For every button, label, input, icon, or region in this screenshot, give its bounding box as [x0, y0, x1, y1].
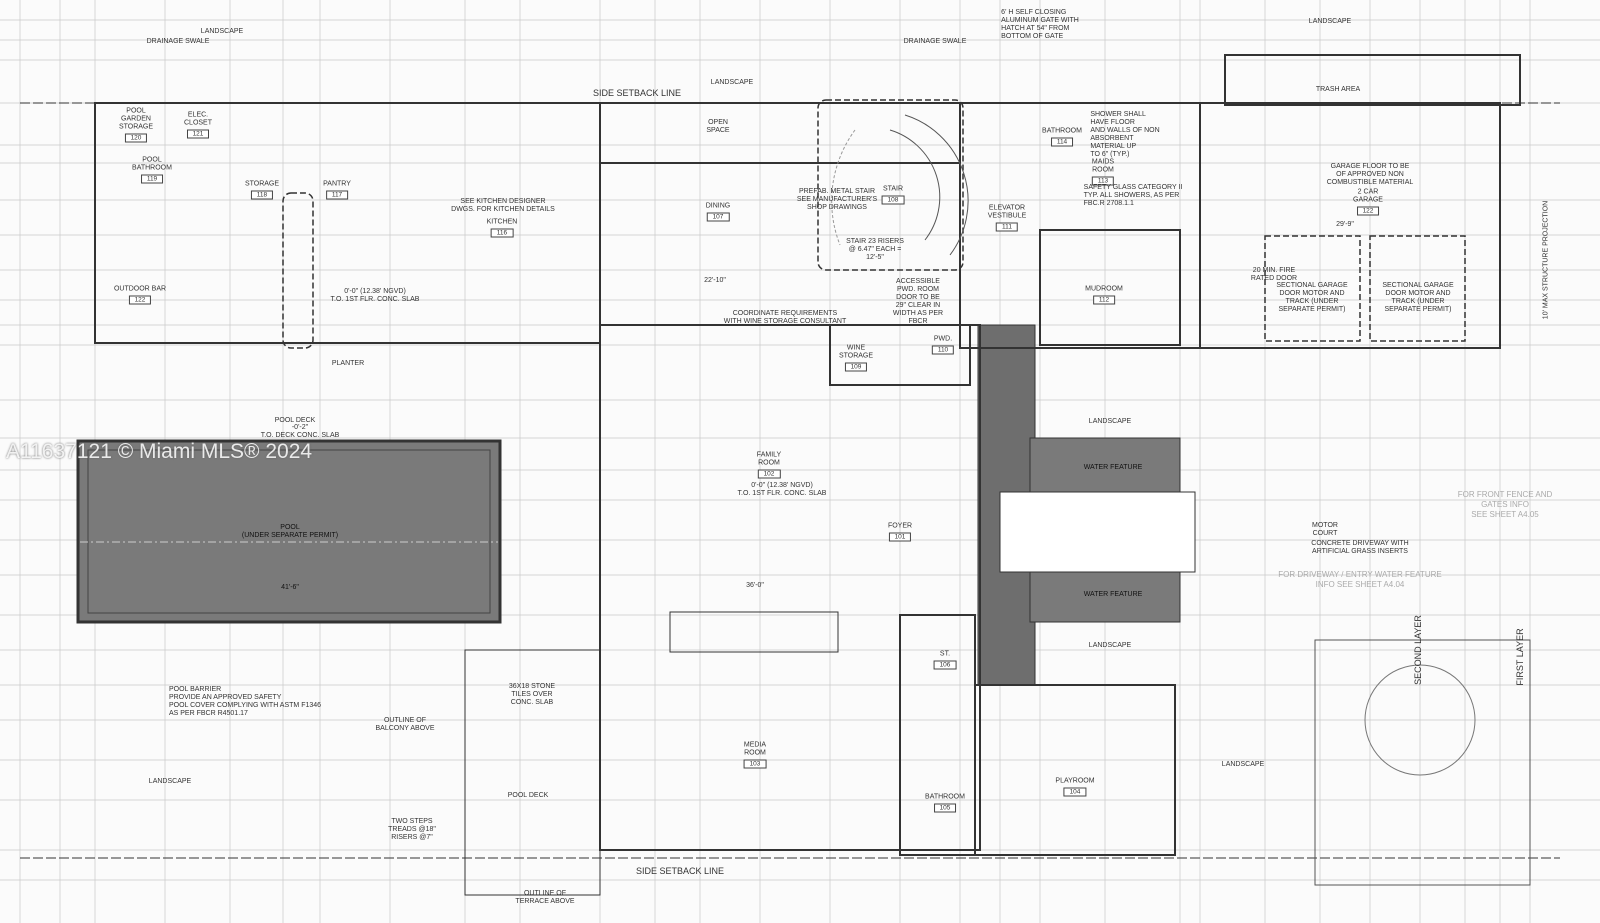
driveway-info-note: FOR DRIVEWAY / ENTRY WATER FEATURE INFO …	[1278, 570, 1442, 589]
pool-deck-label: POOL DECK	[274, 417, 316, 424]
walls	[94, 54, 1521, 896]
water-feature-2	[1029, 569, 1181, 623]
pool-deck-label: POOL DECK	[507, 792, 549, 799]
room-pwd: PWD.110	[931, 336, 955, 355]
deck-slab-elevation: -0'-2" T.O. DECK CONC. SLAB	[260, 424, 340, 439]
pool-label: POOL (UNDER SEPARATE PERMIT)	[241, 524, 339, 539]
front-fence-note: FOR FRONT FENCE AND GATES INFO SEE SHEET…	[1457, 490, 1553, 519]
shower-note: SHOWER SHALL HAVE FLOOR AND WALLS OF NON…	[1090, 111, 1160, 158]
pool-shape	[76, 439, 502, 624]
wine-note: COORDINATE REQUIREMENTS WITH WINE STORAG…	[723, 310, 847, 325]
landscape-label: LANDSCAPE	[1308, 18, 1352, 25]
open-space-label: OPEN SPACE	[706, 119, 730, 134]
gate-note: 6' H SELF CLOSING ALUMINUM GATE WITH HAT…	[1001, 9, 1079, 40]
second-layer-label: SECOND LAYER	[1413, 615, 1423, 685]
stair-note: PREFAB. METAL STAIR SEE MANUFACTURER'S S…	[796, 188, 878, 211]
landscape-label: LANDSCAPE	[710, 79, 754, 86]
water-feature-label: WATER FEATURE	[1083, 591, 1143, 598]
sectional-door-note: SECTIONAL GARAGE DOOR MOTOR AND TRACK (U…	[1382, 282, 1454, 313]
garage-floor-note: GARAGE FLOOR TO BE OF APPROVED NON COMBU…	[1326, 163, 1414, 186]
setback-line-bottom: SIDE SETBACK LINE	[635, 866, 725, 876]
setback-line-top: SIDE SETBACK LINE	[592, 88, 682, 98]
trash-area-label: TRASH AREA	[1315, 86, 1361, 93]
landscape-label: LANDSCAPE	[148, 778, 192, 785]
sectional-door-note: SECTIONAL GARAGE DOOR MOTOR AND TRACK (U…	[1276, 282, 1348, 313]
water-feature-label: WATER FEATURE	[1083, 464, 1143, 471]
dimension: 22'-10"	[704, 277, 726, 284]
slab-elevation: 0'-0" (12.38' NGVD) T.O. 1ST FLR. CONC. …	[737, 482, 827, 497]
pool-barrier-note: POOL BARRIER PROVIDE AN APPROVED SAFETY …	[168, 686, 322, 717]
dimension: 36'-0"	[746, 582, 764, 589]
drainage-swale-label: DRAINAGE SWALE	[903, 38, 967, 45]
landscape-label: LANDSCAPE	[1221, 761, 1265, 768]
projection-label: 10' MAX STRUCTURE PROJECTION	[1542, 200, 1550, 320]
landscape-label: LANDSCAPE	[1088, 642, 1132, 649]
motor-court-label: MOTOR COURT	[1312, 522, 1338, 537]
stone-tiles-note: 36X18 STONE TILES OVER CONC. SLAB	[508, 683, 556, 706]
pwd-note: ACCESSIBLE PWD. ROOM DOOR TO BE 29" CLEA…	[892, 278, 944, 325]
landscape-label: LANDSCAPE	[1088, 418, 1132, 425]
kitchen-note: SEE KITCHEN DESIGNER DWGS. FOR KITCHEN D…	[451, 198, 555, 213]
first-layer-label: FIRST LAYER	[1515, 628, 1525, 686]
dimension: 29'-9"	[1336, 221, 1354, 228]
drainage-swale-label: DRAINAGE SWALE	[146, 38, 210, 45]
balcony-outline-note: OUTLINE OF BALCONY ABOVE	[375, 717, 435, 732]
fire-door-note: 20 MIN. FIRE RATED DOOR	[1250, 267, 1298, 282]
room-st-106: ST.106	[933, 651, 957, 670]
two-steps-note: TWO STEPS TREADS @18" RISERS @7"	[388, 818, 436, 841]
mls-watermark: A11637121 © Miami MLS® 2024	[6, 440, 313, 463]
stair-risers-note: STAIR 23 RISERS @ 6.47" EACH = 12'-5"	[846, 238, 904, 261]
driveway-note: CONCRETE DRIVEWAY WITH ARTIFICIAL GRASS …	[1311, 540, 1409, 555]
slab-elevation: 0'-0" (12.38' NGVD) T.O. 1ST FLR. CONC. …	[330, 288, 420, 303]
landscape-label: LANDSCAPE	[200, 28, 244, 35]
terrace-outline-note: OUTLINE OF TERRACE ABOVE	[515, 890, 575, 905]
planter-label: PLANTER	[331, 360, 365, 367]
dimension: 41'-6"	[281, 584, 299, 591]
safety-glass-note: SAFETY GLASS CATEGORY II TYP. ALL SHOWER…	[1083, 184, 1183, 207]
